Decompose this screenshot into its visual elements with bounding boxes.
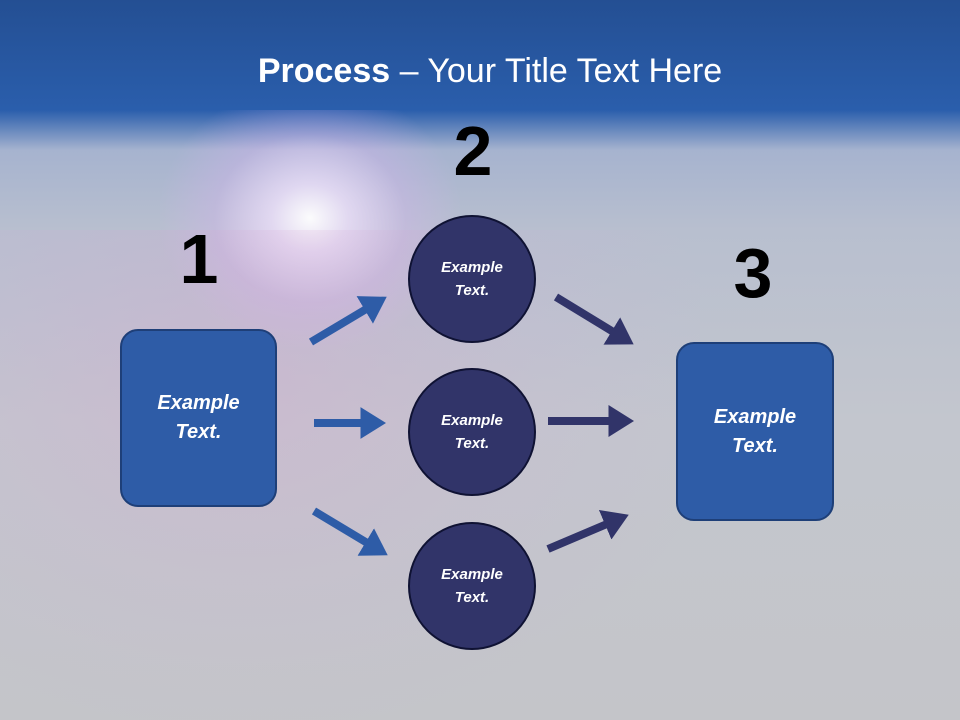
circle-middle-label: Example Text. <box>441 412 503 452</box>
arrow-bottom-to-right <box>546 510 629 553</box>
disco-ball-glow <box>160 110 460 350</box>
right-box-label: Example Text. <box>713 405 797 457</box>
arrow-left-to-top <box>308 296 387 346</box>
left-process-box: Example Text. <box>120 329 277 507</box>
arrow-left-to-bottom <box>311 507 388 556</box>
left-box-label: Example Text. <box>157 392 240 443</box>
circle-middle: Example Text. <box>408 368 536 496</box>
circle-top-label: Example Text. <box>441 259 503 299</box>
circle-bottom-label: Example Text. <box>441 566 503 606</box>
title-bold: Process <box>257 52 391 90</box>
title-rest: – Your Title Text Here <box>390 52 723 90</box>
circle-top: Example Text. <box>408 215 536 343</box>
step-number-1: 1 <box>179 220 219 298</box>
step-number-3: 3 <box>733 234 773 312</box>
slide-title: Process – Your Title Text Here <box>0 52 960 91</box>
arrow-top-to-right <box>553 293 634 345</box>
circle-bottom: Example Text. <box>408 522 536 650</box>
step-number-2: 2 <box>453 112 493 190</box>
right-process-box: Example Text. <box>676 342 834 521</box>
